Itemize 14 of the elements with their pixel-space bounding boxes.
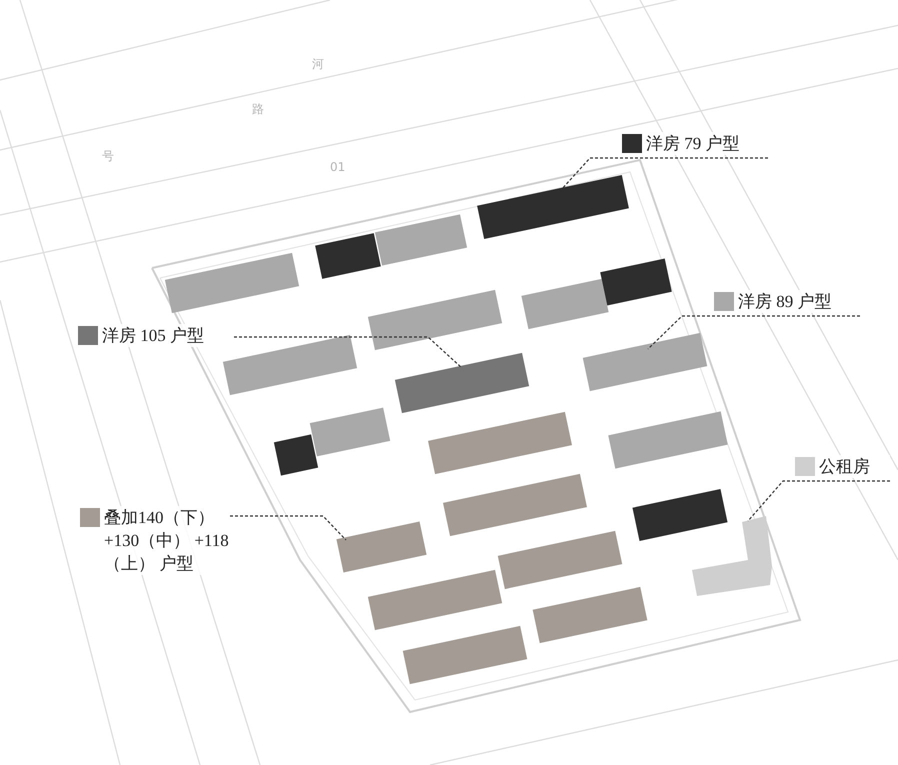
road-label: 号 — [102, 148, 114, 165]
leader-line — [748, 480, 890, 522]
leader-line — [648, 315, 860, 350]
callout-text: 洋房 79 户型 — [646, 133, 740, 155]
road-label: 01 — [330, 160, 346, 174]
callout-text: 洋房 105 户型 — [102, 325, 204, 347]
leader-line — [560, 157, 768, 190]
leader-line — [230, 515, 346, 540]
road-label: 河 — [312, 56, 324, 73]
leader-line — [234, 336, 462, 368]
callout-text: 洋房 89 户型 — [738, 291, 832, 313]
callout-text: 公租房 — [819, 456, 870, 478]
callout-text: 叠加140（下） +130（中） +118（上） 户型 — [104, 507, 230, 575]
road-label: 路 — [252, 101, 264, 118]
